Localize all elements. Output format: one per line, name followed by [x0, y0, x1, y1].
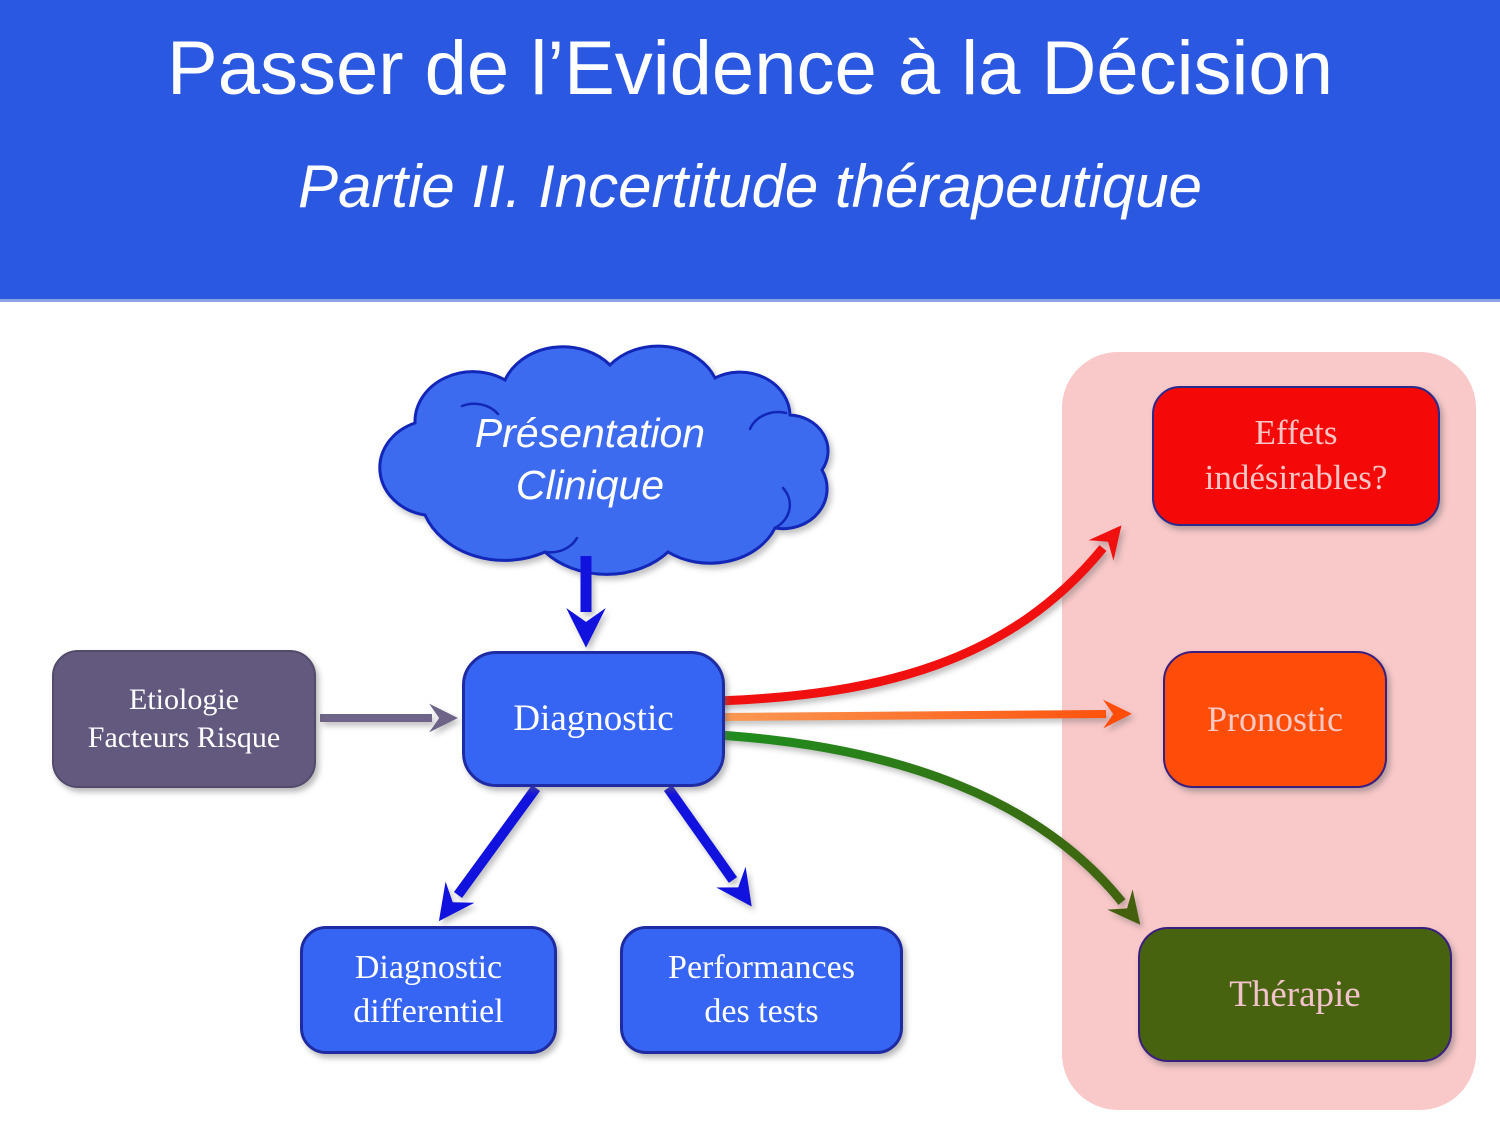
arrow-diagnostic-to-therapie	[717, 730, 1141, 925]
node-diff-line2: differentiel	[353, 993, 504, 1030]
node-diagnostic: Diagnostic	[462, 651, 725, 787]
cloud-label-line2: Clinique	[515, 461, 665, 508]
node-diagnostic-differentiel: Diagnostic differentiel	[300, 926, 557, 1054]
node-effets-line1: Effets	[1254, 413, 1338, 453]
slide-subtitle: Partie II. Incertitude thérapeutique	[298, 153, 1202, 220]
arrow-diagnostic-to-differentiel	[438, 785, 541, 922]
node-pronostic: Pronostic	[1163, 651, 1387, 788]
cloud-detail-arcs	[460, 402, 792, 554]
node-perf-line2: des tests	[704, 993, 819, 1030]
arrow-diagnostic-to-performances	[663, 785, 752, 907]
cloud-shape	[378, 344, 830, 576]
node-effets-line2: indésirables?	[1204, 458, 1388, 497]
node-effets-indesirables: Effets indésirables?	[1152, 386, 1440, 526]
node-pronostic-label: Pronostic	[1206, 699, 1343, 740]
node-diff-line1: Diagnostic	[354, 949, 503, 987]
node-performances-des-tests: Performances des tests	[620, 926, 903, 1054]
title-banner: Passer de l’Evidence à la Décision Parti…	[0, 0, 1500, 302]
node-etiologie-line2: Facteurs Risque	[87, 721, 281, 754]
node-diagnostic-label: Diagnostic	[513, 698, 674, 740]
cloud-label-line1: Présentation	[474, 410, 706, 456]
node-perf-line1: Performances	[668, 949, 855, 987]
node-therapie-label: Thérapie	[1229, 973, 1361, 1015]
cloud-label: Présentation Clinique	[440, 408, 740, 511]
node-etiologie: Etiologie Facteurs Risque	[52, 650, 316, 788]
arrow-diagnostic-to-pronostic	[717, 699, 1132, 729]
node-therapie: Thérapie	[1138, 927, 1452, 1062]
slide-title: Passer de l’Evidence à la Décision	[167, 26, 1333, 111]
arrow-diagnostic-to-effets	[717, 525, 1122, 706]
node-etiologie-line1: Etiologie	[129, 682, 239, 716]
